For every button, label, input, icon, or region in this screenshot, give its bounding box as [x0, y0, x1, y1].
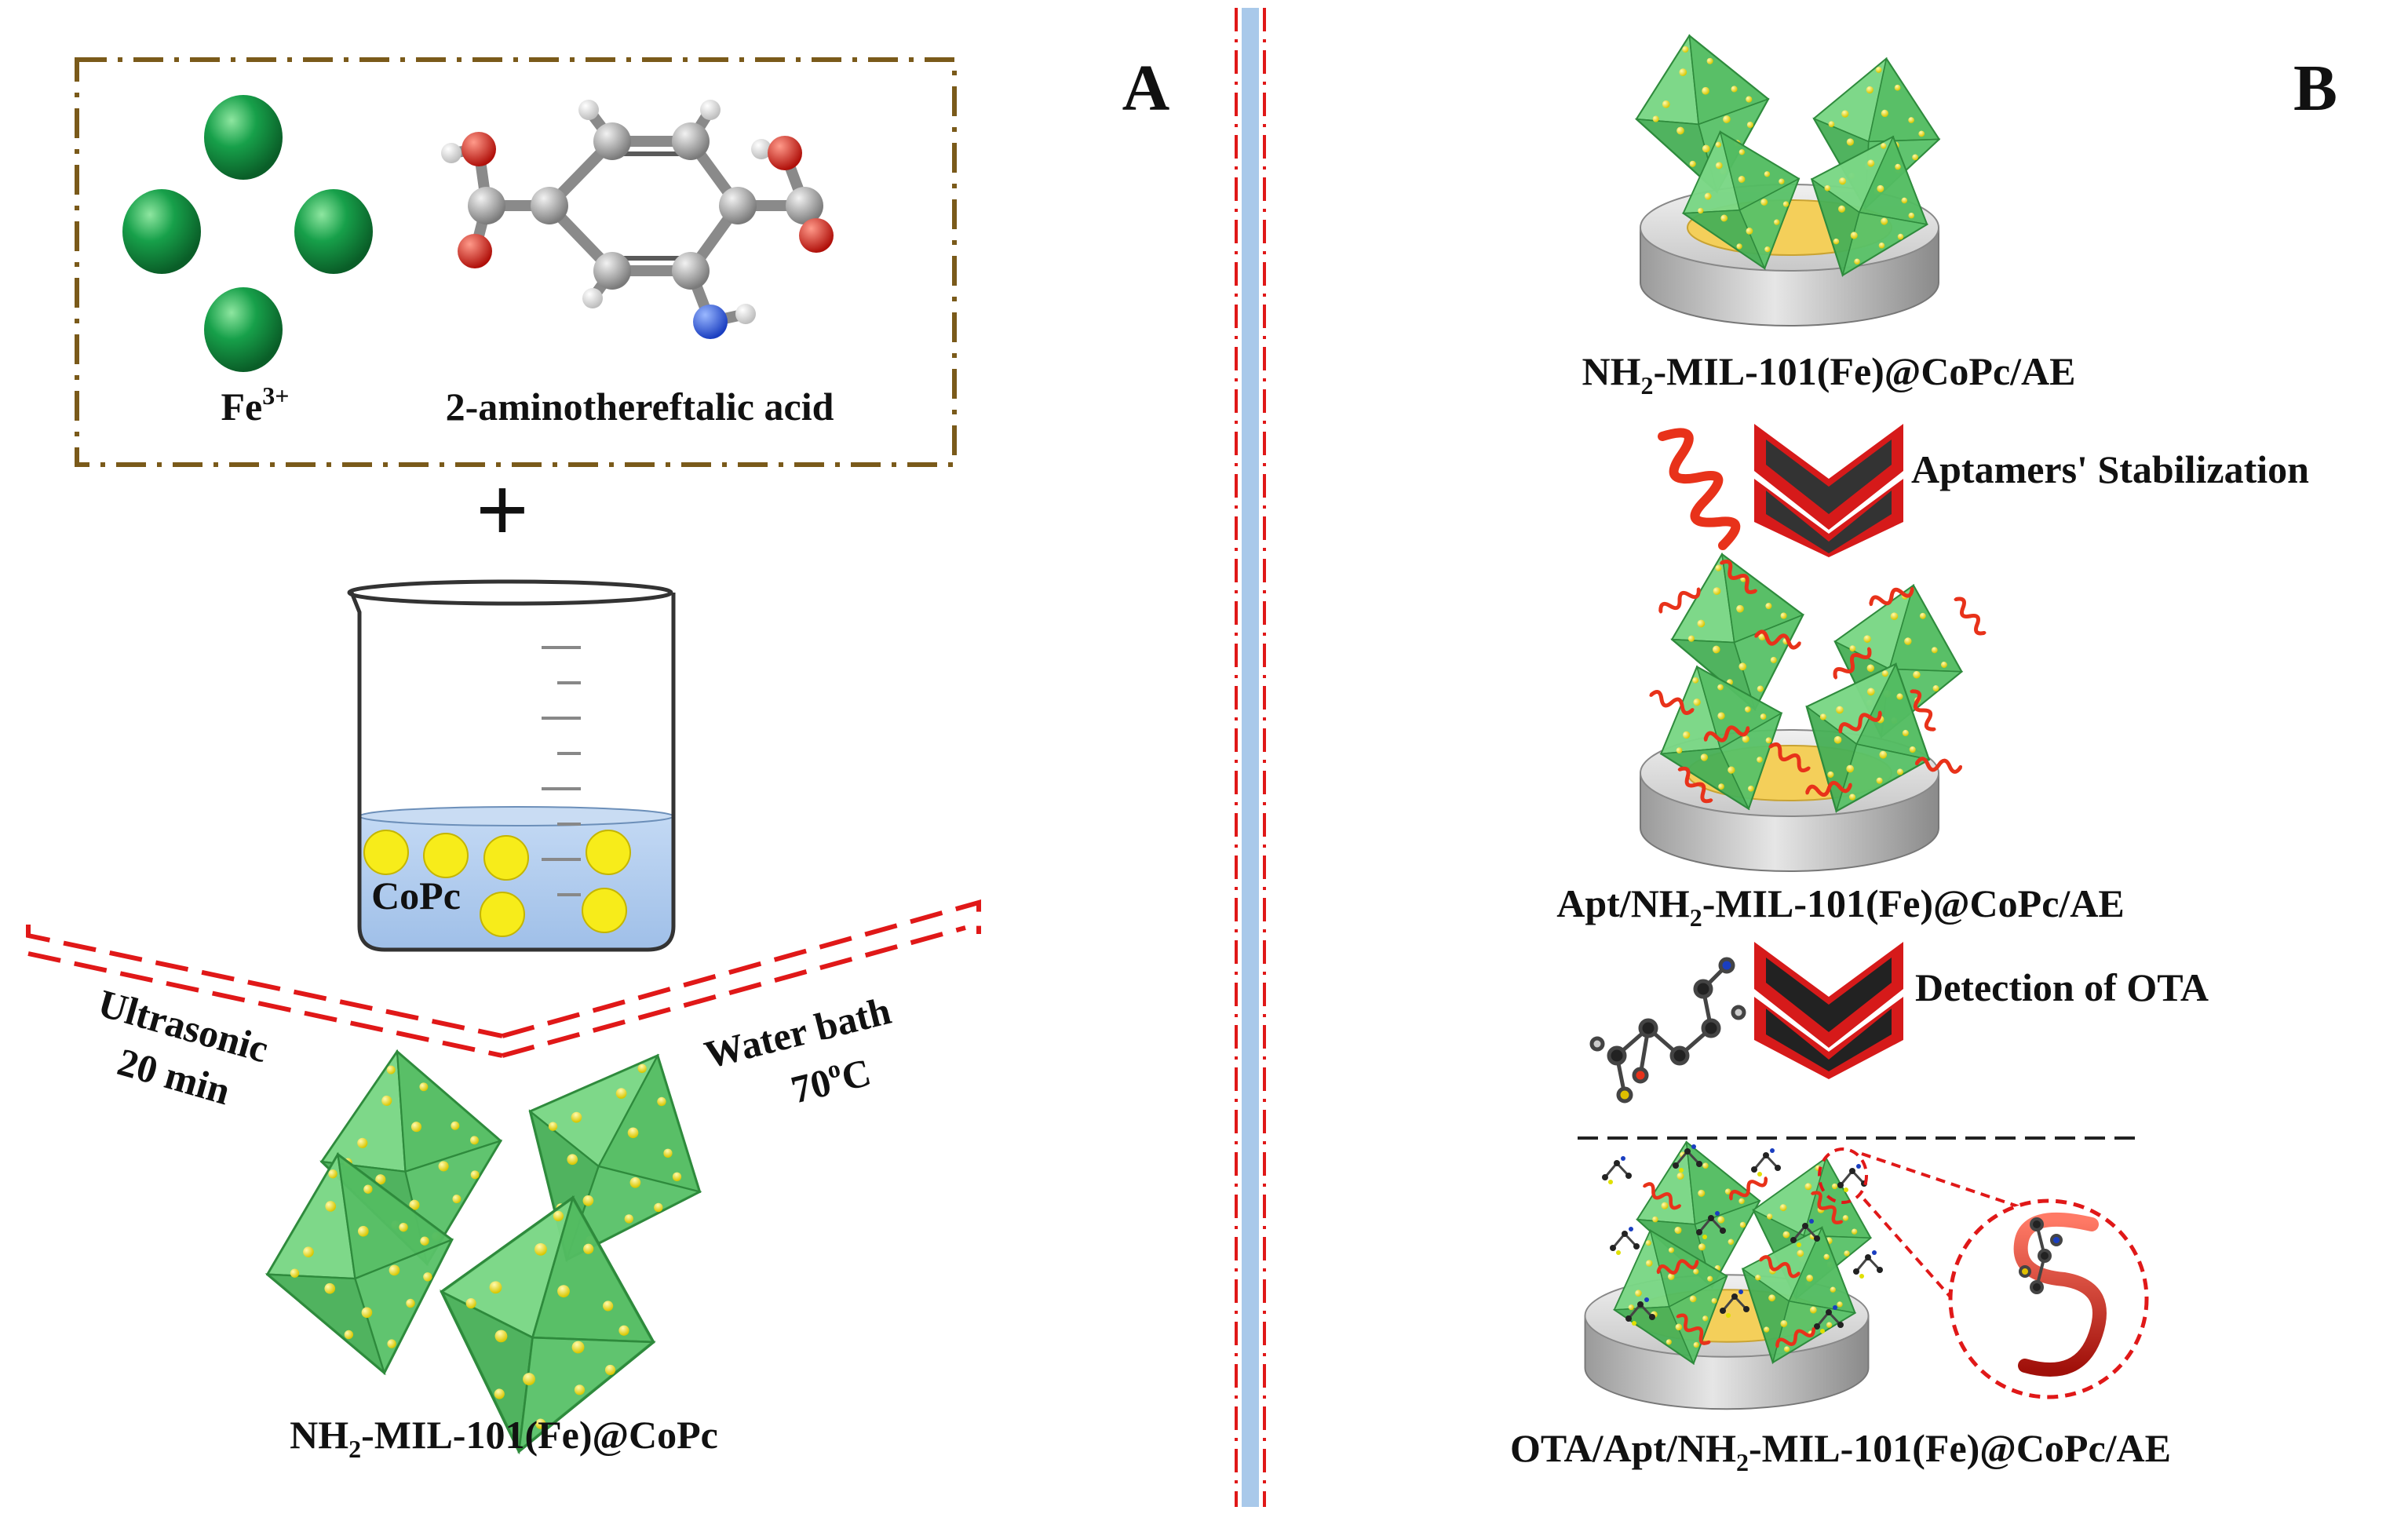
- step-2-label: Detection of OTA: [1915, 965, 2209, 1009]
- condition-left: Ultrasonic 20 min: [79, 980, 283, 1122]
- step-1-arrow: [1754, 424, 1903, 557]
- condition-right: Water bath 70oC: [700, 986, 918, 1130]
- panel-b-letter: B: [2293, 52, 2337, 125]
- zoom-callout: [1818, 1147, 2149, 1399]
- beaker: CoPc: [347, 579, 676, 952]
- zoomed-ota: [2019, 1217, 2063, 1294]
- step-1-label: Aptamers' Stabilization: [1911, 447, 2309, 491]
- cobalt-phthalocyanine-particle: [423, 833, 469, 878]
- electrode-3-label: OTA/Apt/NH2-MIL-101(Fe)@CoPc/AE: [1510, 1426, 2171, 1476]
- panel-a-letter: A: [1122, 52, 1170, 125]
- plus-sign: +: [476, 458, 529, 562]
- cobalt-phthalocyanine-particle: [586, 830, 631, 875]
- aptamer-strand: [1658, 428, 1741, 550]
- beaker-content-label: CoPc: [371, 874, 461, 918]
- zoomed-aptamer: [2013, 1212, 2107, 1377]
- product-a-label: NH2-MIL-101(Fe)@CoPc: [290, 1413, 718, 1463]
- linker-label: 2-aminothereftalic acid: [446, 385, 834, 429]
- reaction-v-lines: [26, 899, 981, 1058]
- ion-sphere: [204, 95, 283, 180]
- electrode-3: [1584, 1130, 1886, 1410]
- panel-divider: [1235, 8, 1266, 1507]
- iron-ions: [122, 95, 373, 372]
- iron-ion-label: Fe3+: [221, 381, 290, 429]
- ion-sphere: [204, 287, 283, 372]
- ion-sphere: [294, 189, 373, 274]
- electrode-2-label: Apt/NH2-MIL-101(Fe)@CoPc/AE: [1556, 881, 2125, 932]
- product-crystals: [245, 1016, 745, 1476]
- ion-sphere: [122, 189, 201, 274]
- panel-a: A Fe3+: [26, 52, 1170, 1476]
- reactant-box: [75, 57, 957, 467]
- electrode-1-label: NH2-MIL-101(Fe)@CoPc/AE: [1582, 349, 2075, 399]
- cobalt-phthalocyanine-particle: [483, 835, 529, 881]
- linker-molecule: [441, 100, 834, 339]
- cobalt-phthalocyanine-particle: [582, 888, 627, 933]
- electrode-2: [1636, 539, 1988, 872]
- cobalt-phthalocyanine-particle: [480, 892, 525, 937]
- step-2-arrow: [1754, 942, 1903, 1079]
- electrode-1: [1622, 23, 1953, 327]
- ota-molecule: [1589, 957, 1746, 1104]
- panel-b: B NH2-MIL-101(Fe)@CoPc/AE Aptamers' Stab…: [1510, 23, 2337, 1476]
- cobalt-phthalocyanine-particle: [363, 830, 409, 875]
